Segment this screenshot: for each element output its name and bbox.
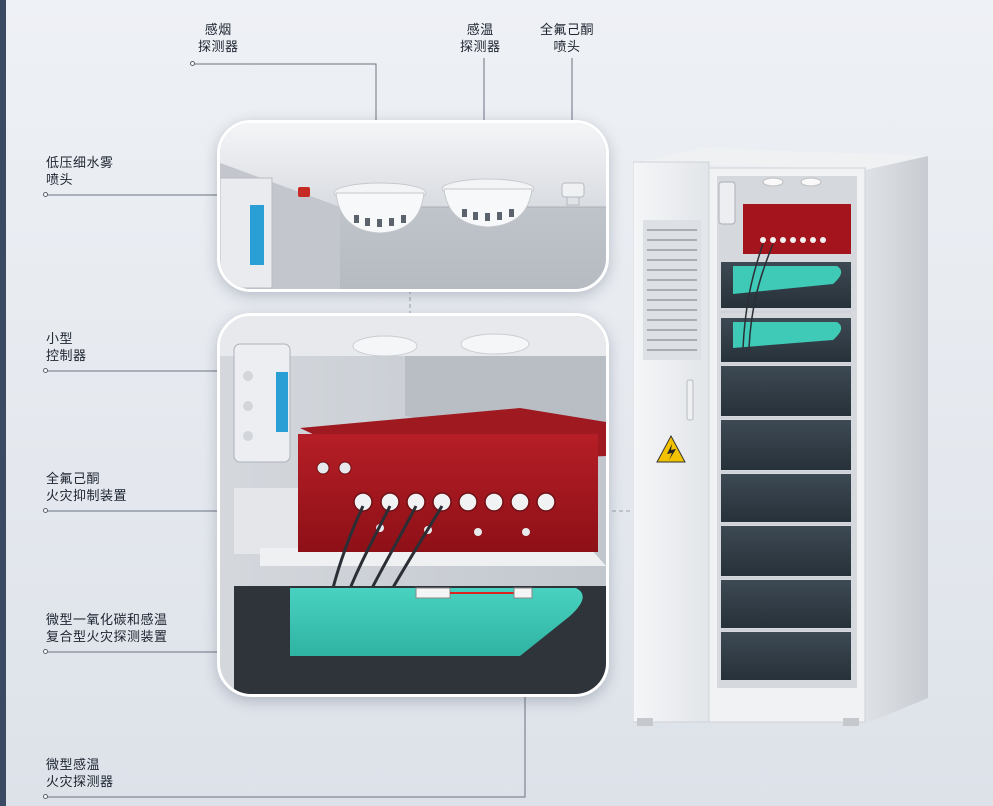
energy-storage-cabinet xyxy=(632,148,928,728)
micro-heat-detector-unit xyxy=(513,587,533,599)
ceiling-detail-panel xyxy=(217,120,609,292)
perfluorohexanone-nozzle xyxy=(561,182,585,206)
left-edge-strip xyxy=(0,0,6,806)
label-mist-nozzle: 低压细水雾喷头 xyxy=(46,156,114,188)
mini-controller xyxy=(233,343,291,463)
controller-screen xyxy=(250,205,264,265)
label-suppression-device: 全氟己酮火灾抑制装置 xyxy=(46,472,128,504)
label-micro-heat-detector: 微型感温火灾探测器 xyxy=(46,758,114,790)
leader-dot xyxy=(190,61,195,66)
label-nozzle-top: 全氟己酮喷头 xyxy=(540,23,595,55)
high-voltage-warning-icon xyxy=(656,434,686,463)
suppression-device-box xyxy=(298,408,606,552)
battery-module xyxy=(234,586,606,694)
label-controller: 小型控制器 xyxy=(46,332,87,364)
leader-dot xyxy=(43,794,48,799)
co-heat-detector-unit xyxy=(415,587,451,599)
mist-nozzle xyxy=(298,187,310,197)
leader-dot xyxy=(43,649,48,654)
leader-dot xyxy=(43,192,48,197)
label-smoke-detector: 感烟探测器 xyxy=(198,23,239,55)
leader-dot xyxy=(43,508,48,513)
leader-dot xyxy=(43,368,48,373)
module-detail-panel xyxy=(217,313,609,697)
smoke-detector xyxy=(333,182,427,234)
label-heat-detector: 感温探测器 xyxy=(460,23,501,55)
heat-detector xyxy=(441,178,535,228)
label-co-heat-detector: 微型一氧化碳和感温复合型火灾探测装置 xyxy=(46,613,168,645)
